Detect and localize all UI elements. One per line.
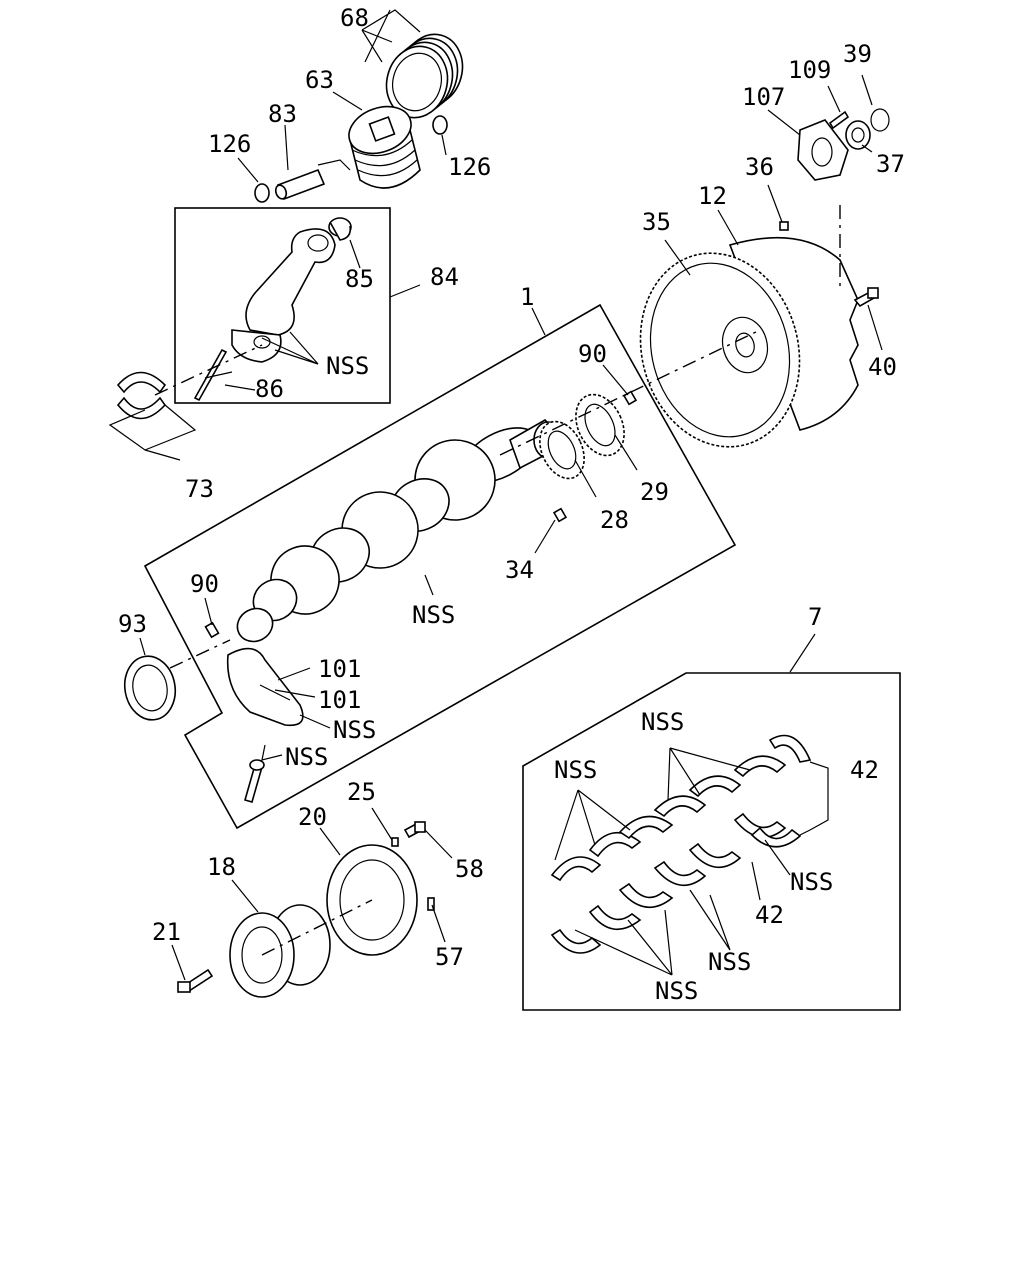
pin-25: [391, 837, 399, 847]
label-101-top: 101: [318, 655, 361, 683]
label-12: 12: [698, 182, 727, 210]
label-42-bottom: 42: [755, 901, 784, 929]
label-nss-right: NSS: [790, 868, 833, 896]
rod-axis-line: [154, 344, 263, 396]
label-nss-cap: NSS: [333, 716, 376, 744]
label-nss-left: NSS: [554, 756, 597, 784]
snap-ring-39: [870, 108, 890, 132]
small-end-bushing: [328, 217, 352, 241]
label-35: 35: [642, 208, 671, 236]
label-25: 25: [347, 778, 376, 806]
connecting-rod-box: [174, 207, 391, 404]
label-nss-bolt: NSS: [285, 743, 328, 771]
label-101-bottom: 101: [318, 686, 361, 714]
label-85: 85: [345, 265, 374, 293]
label-nss-top: NSS: [641, 708, 684, 736]
label-18: 18: [207, 853, 236, 881]
label-90-right: 90: [578, 340, 607, 368]
rod-bolt: [193, 348, 228, 402]
bolt-109: [828, 110, 850, 130]
piston-pin: [274, 159, 351, 201]
snap-ring-right: [432, 115, 448, 135]
crank-gear-29: [575, 393, 625, 457]
label-107: 107: [742, 83, 785, 111]
main-bearing-set-box: [522, 672, 901, 1011]
dowel-36: [779, 221, 789, 231]
label-nss-crank: NSS: [412, 601, 455, 629]
label-36: 36: [745, 153, 774, 181]
label-126-right: 126: [448, 153, 491, 181]
piston: [348, 105, 421, 189]
label-126-left: 126: [208, 130, 251, 158]
pulley-axis-line: [261, 899, 373, 956]
piston-ring-set: [385, 33, 464, 119]
leader-lines: [108, 9, 883, 981]
dowel-pin-34: [552, 507, 568, 523]
label-86: 86: [255, 375, 284, 403]
label-90-left: 90: [190, 570, 219, 598]
pilot-bearing-retainer: [797, 119, 849, 181]
front-oil-seal: [123, 655, 177, 721]
connecting-rod: [231, 228, 336, 363]
label-93: 93: [118, 610, 147, 638]
label-nss-mid: NSS: [708, 948, 751, 976]
label-34: 34: [505, 556, 534, 584]
crank-timing-gear-28: [539, 420, 585, 480]
crankshaft-box: [143, 303, 737, 830]
label-109: 109: [788, 56, 831, 84]
bolt-58: [403, 821, 426, 839]
label-21: 21: [152, 918, 181, 946]
label-29: 29: [640, 478, 669, 506]
label-20: 20: [298, 803, 327, 831]
label-1: 1: [520, 283, 534, 311]
label-63: 63: [305, 66, 334, 94]
label-37: 37: [876, 150, 905, 178]
flywheel-bolt-40: [853, 287, 879, 308]
label-68: 68: [340, 4, 369, 32]
thrust-bearing-cap: [226, 647, 304, 727]
snap-ring-left: [254, 183, 270, 203]
label-nss-rod: NSS: [326, 352, 369, 380]
label-39: 39: [843, 40, 872, 68]
dowel-pin-90-right: [622, 390, 638, 406]
label-83: 83: [268, 100, 297, 128]
label-40: 40: [868, 353, 897, 381]
pilot-bearing: [845, 120, 871, 150]
pulley-bolt-21: [177, 968, 214, 993]
label-nss-bottom: NSS: [655, 977, 698, 1005]
pin-57: [427, 897, 435, 911]
label-7: 7: [808, 603, 822, 631]
label-84: 84: [430, 263, 459, 291]
label-73: 73: [185, 475, 214, 503]
crankshaft: [236, 419, 563, 643]
label-42-top: 42: [850, 756, 879, 784]
dowel-pin-90-left: [204, 621, 220, 639]
crank-axis-line: [169, 329, 761, 669]
cap-bolt: [244, 759, 265, 803]
label-58: 58: [455, 855, 484, 883]
label-28: 28: [600, 506, 629, 534]
crank-pulley: [229, 904, 331, 998]
label-57: 57: [435, 943, 464, 971]
